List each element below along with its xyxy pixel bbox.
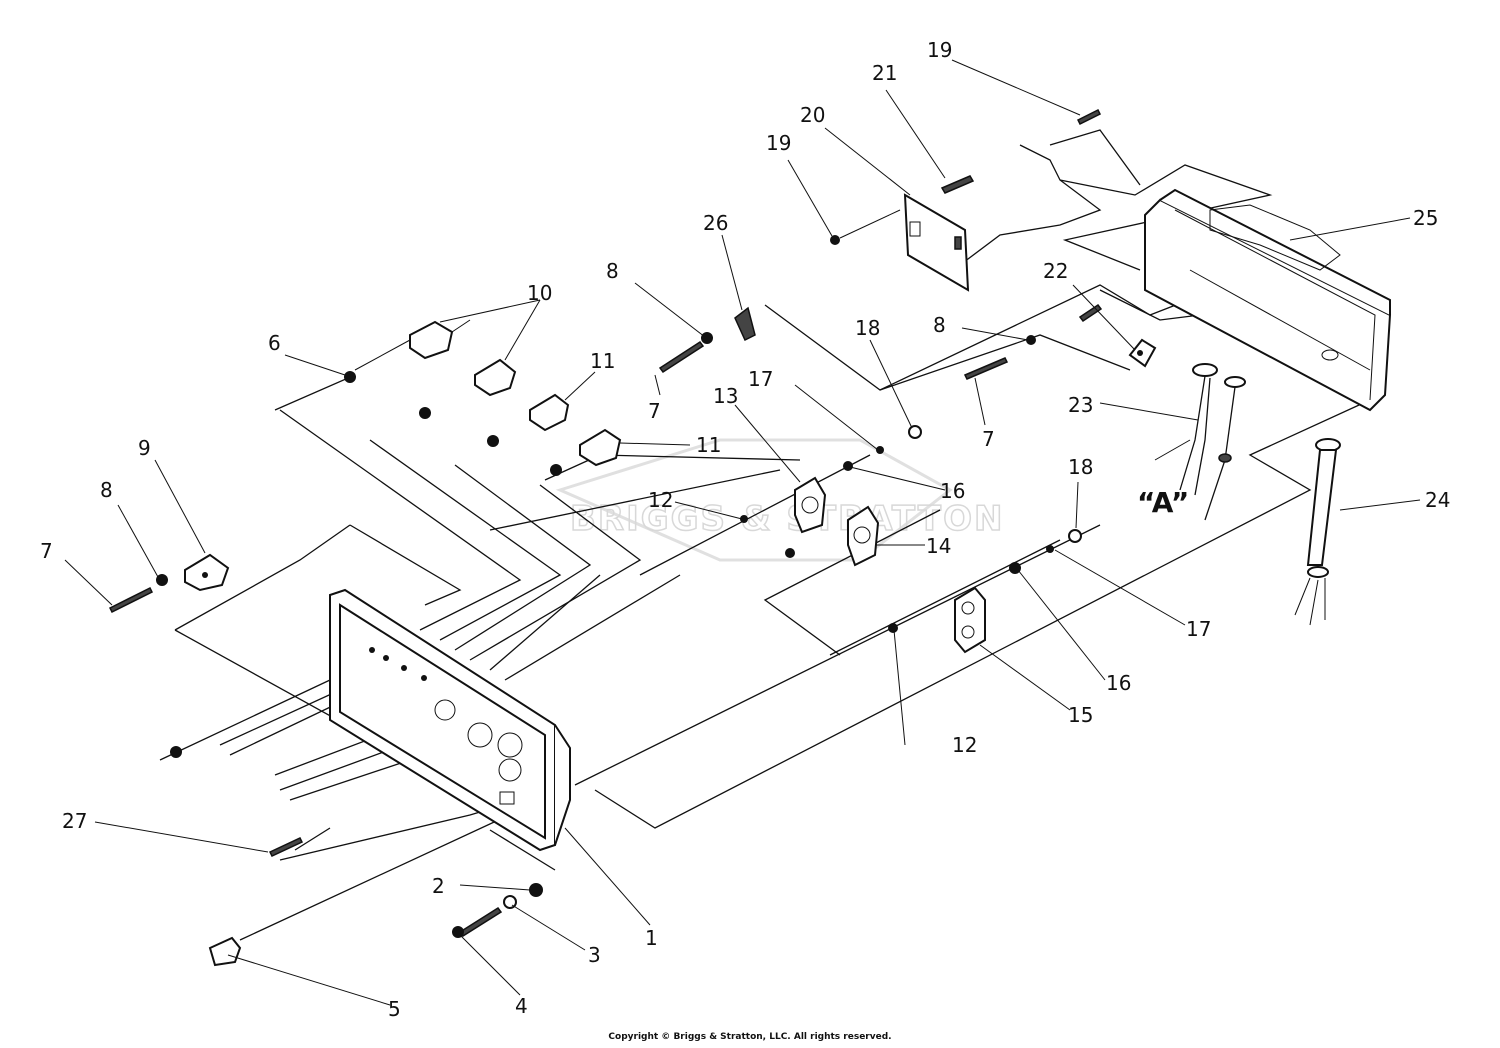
harness-24: [1294, 438, 1341, 626]
leader-lines: [64, 59, 1421, 1006]
view-a-label: “A”: [1137, 486, 1189, 519]
outlet-14: [847, 505, 880, 567]
callout-3: 3: [588, 943, 601, 967]
watermark: BRIGGS & STRATTON: [555, 438, 1004, 562]
callout-13: 13: [713, 384, 738, 408]
callout-19-left: 19: [766, 131, 791, 155]
callout-17-lower: 17: [1186, 617, 1211, 641]
breaker-lower: [579, 428, 622, 467]
generator-box: [1144, 188, 1392, 412]
circuit-board: [903, 193, 970, 292]
callout-5: 5: [388, 997, 401, 1021]
callout-7-middle: 7: [648, 399, 661, 423]
callout-7-left: 7: [40, 539, 53, 563]
callout-16-upper: 16: [940, 479, 965, 503]
callout-25: 25: [1413, 206, 1438, 230]
rod-part: [940, 175, 975, 194]
clamp-part: [734, 306, 756, 342]
control-panel: [329, 588, 571, 852]
callout-20: 20: [800, 103, 825, 127]
harness-23: [1179, 363, 1246, 521]
callout-4: 4: [515, 994, 528, 1018]
callout-10: 10: [527, 281, 552, 305]
outlet-13: [794, 476, 827, 534]
callout-23: 23: [1068, 393, 1093, 417]
callout-18-upper: 18: [855, 316, 880, 340]
callout-2: 2: [432, 874, 445, 898]
receptacle-small: [184, 553, 230, 592]
bracket-part: [1128, 338, 1157, 368]
callout-6: 6: [268, 331, 281, 355]
callout-21: 21: [872, 61, 897, 85]
callout-16-lower: 16: [1106, 671, 1131, 695]
callout-24: 24: [1425, 488, 1450, 512]
callout-14: 14: [926, 534, 951, 558]
callout-12-upper: 12: [648, 488, 673, 512]
callout-8-left: 8: [100, 478, 113, 502]
callout-9: 9: [138, 436, 151, 460]
callout-labels: 1 2 3 4 5 6 7 7 7 8 8 8 9 10 11 11 12 12…: [40, 38, 1450, 1021]
callout-17-upper: 17: [748, 367, 773, 391]
callout-26: 26: [703, 211, 728, 235]
callout-7-right: 7: [982, 427, 995, 451]
callout-8-middle: 8: [606, 259, 619, 283]
switch-lower: [474, 358, 517, 397]
callout-15: 15: [1068, 703, 1093, 727]
callout-8-right: 8: [933, 313, 946, 337]
duplex-receptacle: [954, 586, 986, 654]
callout-12-lower: 12: [952, 733, 977, 757]
callout-22: 22: [1043, 259, 1068, 283]
callout-11-upper: 11: [590, 349, 615, 373]
clip-part: [208, 936, 242, 967]
callout-19-top: 19: [927, 38, 952, 62]
switch-upper: [354, 319, 471, 371]
watermark-text: BRIGGS & STRATTON: [570, 499, 1004, 539]
callout-1: 1: [645, 926, 658, 950]
fasteners: [108, 108, 1103, 938]
callout-27: 27: [62, 809, 87, 833]
breaker-upper: [529, 393, 570, 432]
callout-11-lower: 11: [696, 433, 721, 457]
callout-18-lower: 18: [1068, 455, 1093, 479]
copyright-notice: Copyright © Briggs & Stratton, LLC. All …: [608, 1032, 892, 1042]
